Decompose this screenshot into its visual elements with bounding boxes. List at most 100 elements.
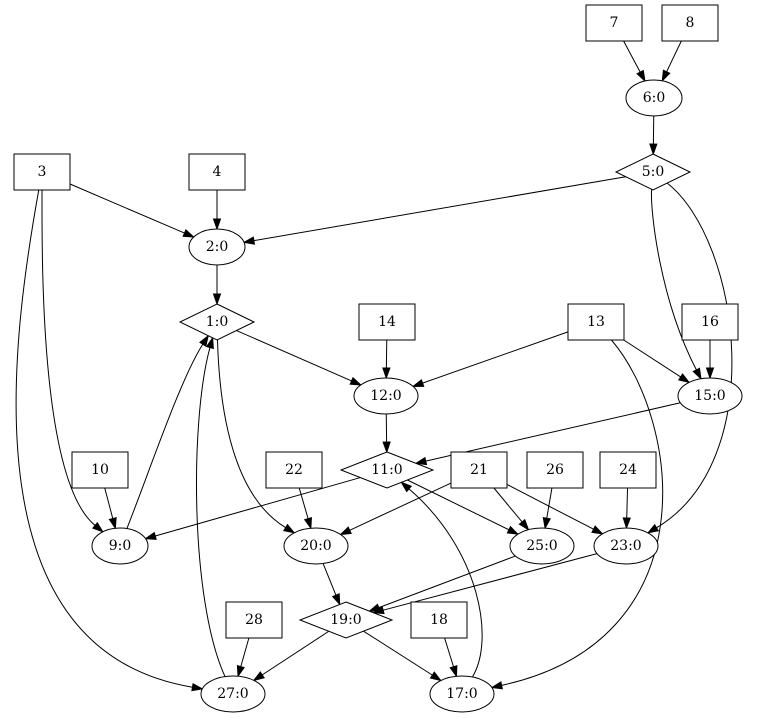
arrowhead-icon xyxy=(191,682,204,692)
node-label: 1:0 xyxy=(206,314,229,330)
edge-7-to-6-0 xyxy=(623,40,646,83)
node-label: 18 xyxy=(430,612,448,628)
arrowhead-icon xyxy=(182,229,196,238)
node-24: 24 xyxy=(599,451,657,489)
node-19-0: 19:0 xyxy=(298,601,394,639)
node-shape-box xyxy=(13,153,71,191)
edge-line xyxy=(378,555,516,609)
edge-1-0-to-12-0 xyxy=(236,330,363,386)
node-label: 3 xyxy=(38,164,47,180)
node-label: 19:0 xyxy=(330,612,361,628)
edge-line xyxy=(666,40,682,73)
edge-24-to-23-0 xyxy=(622,487,631,530)
arrowhead-icon xyxy=(108,517,117,530)
arrowhead-icon xyxy=(414,456,428,466)
edge-23-0-to-19-0 xyxy=(371,553,598,615)
edge-line xyxy=(261,630,330,676)
node-label: 11:0 xyxy=(371,462,402,478)
edge-21-to-23-0 xyxy=(506,484,604,535)
node-label: 27:0 xyxy=(217,686,248,702)
edge-4-to-2-0 xyxy=(212,190,222,231)
node-label: 25:0 xyxy=(526,538,557,554)
edge-20-0-to-19-0 xyxy=(322,563,341,606)
node-shape-box xyxy=(681,303,739,341)
arrowhead-icon xyxy=(367,603,381,612)
edge-10-to-9-0 xyxy=(104,487,117,530)
arrowhead-icon xyxy=(205,336,214,350)
node-5-0: 5:0 xyxy=(614,153,692,191)
edge-line xyxy=(623,40,641,73)
node-shape-ellipse xyxy=(200,675,266,713)
node-shape-box xyxy=(410,601,468,639)
node-shape-diamond xyxy=(178,303,256,341)
arrowhead-icon xyxy=(429,671,443,682)
edge-line xyxy=(493,487,523,523)
node-shape-diamond xyxy=(614,153,692,191)
node-shape-box xyxy=(265,451,323,489)
edge-18-to-17-0 xyxy=(444,637,458,678)
arrowhead-icon xyxy=(236,664,245,678)
edge-line xyxy=(656,182,733,529)
arrowhead-icon xyxy=(622,517,631,530)
edge-line xyxy=(349,482,452,531)
node-9-0: 9:0 xyxy=(91,527,149,565)
node-label: 24 xyxy=(619,462,637,478)
node-label: 10 xyxy=(91,462,109,478)
node-label: 26 xyxy=(546,462,564,478)
node-label: 6:0 xyxy=(643,90,666,106)
node-shape-diamond xyxy=(339,451,435,489)
arrowhead-icon xyxy=(382,367,391,380)
edge-line xyxy=(216,339,286,529)
edge-6-0-to-5-0 xyxy=(649,115,658,156)
node-shape-box xyxy=(450,451,508,489)
arrowhead-icon xyxy=(339,526,352,536)
node-2-0: 2:0 xyxy=(188,228,246,266)
edge-11-0-to-9-0 xyxy=(144,477,361,540)
edge-8-to-6-0 xyxy=(661,40,682,83)
arrowhead-icon xyxy=(382,441,391,454)
node-shape-box xyxy=(526,451,584,489)
arrowhead-icon xyxy=(646,523,660,534)
edge-line xyxy=(195,347,226,677)
edge-line xyxy=(422,331,569,384)
edge-line xyxy=(155,477,361,537)
node-12-0: 12:0 xyxy=(353,377,419,415)
node-26: 26 xyxy=(526,451,584,489)
arrowhead-icon xyxy=(92,521,104,533)
edge-5-0-to-2-0 xyxy=(242,176,626,245)
node-shape-box xyxy=(188,153,246,191)
edge-13-to-15-0 xyxy=(623,339,691,384)
node-28: 28 xyxy=(225,601,283,639)
arrowhead-icon xyxy=(661,69,671,83)
node-7: 7 xyxy=(585,4,643,42)
edge-26-to-25-0 xyxy=(542,487,553,530)
graph-edges xyxy=(15,40,733,692)
node-shape-ellipse xyxy=(677,377,743,415)
node-22: 22 xyxy=(265,451,323,489)
arrowhead-icon xyxy=(283,523,296,534)
node-label: 22 xyxy=(285,462,303,478)
node-shape-diamond xyxy=(298,601,394,639)
edge-line xyxy=(425,402,681,462)
node-13: 13 xyxy=(567,303,625,341)
edge-1-0-to-20-0 xyxy=(216,339,296,534)
node-shape-box xyxy=(358,303,416,341)
arrowhead-icon xyxy=(242,236,256,245)
node-label: 2:0 xyxy=(206,239,229,255)
arrowhead-icon xyxy=(144,531,157,540)
edge-27-0-to-1-0 xyxy=(195,336,226,677)
edge-line xyxy=(298,487,309,519)
edge-line xyxy=(126,343,204,529)
node-shape-box xyxy=(71,451,129,489)
node-1-0: 1:0 xyxy=(178,303,256,341)
arrowhead-icon xyxy=(692,367,702,381)
edge-line xyxy=(623,339,681,378)
node-3: 3 xyxy=(13,153,71,191)
node-label: 5:0 xyxy=(642,164,665,180)
arrowhead-icon xyxy=(400,481,413,493)
edge-11-0-to-25-0 xyxy=(407,479,520,535)
node-label: 23:0 xyxy=(610,538,641,554)
arrowhead-icon xyxy=(449,664,458,678)
node-label: 14 xyxy=(378,314,396,330)
